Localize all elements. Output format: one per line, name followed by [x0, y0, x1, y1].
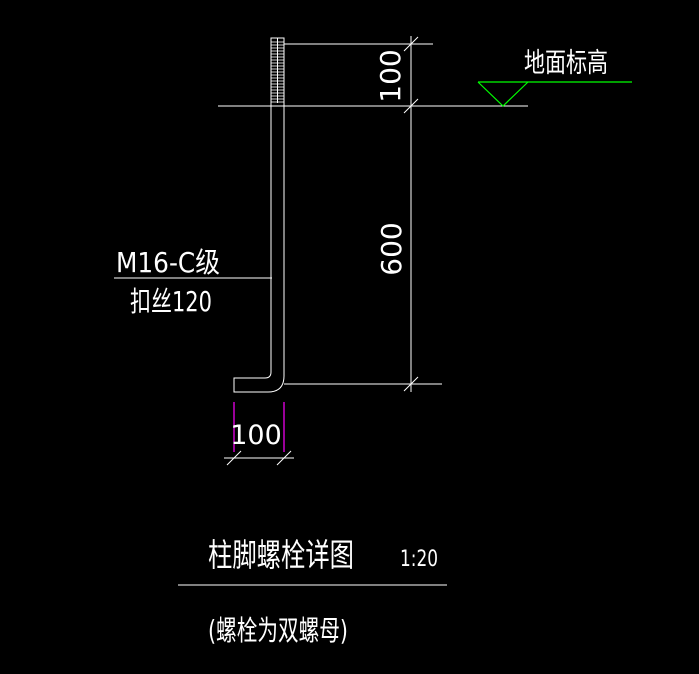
- drawing-scale: 1:20: [400, 547, 438, 572]
- anchor-bolt: [233, 37, 285, 393]
- dimension-tick-bottom: [403, 376, 419, 392]
- anchor-bolt-outer-edge: [233, 37, 285, 393]
- ground-level-label: 地面标高: [524, 48, 608, 79]
- thread-spec-label: 扣丝120: [130, 285, 212, 318]
- hook-length-dimension: 100: [230, 420, 282, 451]
- drawing-note: (螺栓为双螺母): [208, 614, 348, 647]
- vertical-dimension: 100 600: [284, 36, 442, 392]
- dimension-tick-middle: [403, 98, 419, 114]
- hook-dim-tick-left: [226, 450, 242, 466]
- bolt-spec-leader: M16-C级 扣丝120: [114, 246, 272, 318]
- title-block: 柱脚螺栓详图 1:20 (螺栓为双螺母): [178, 536, 447, 647]
- ground-level-triangle: [477, 81, 529, 107]
- drawing-title: 柱脚螺栓详图: [208, 536, 354, 574]
- bolt-spec-label: M16-C级: [116, 246, 220, 279]
- ground-level-marker: 地面标高: [477, 48, 632, 107]
- embed-length-dimension: 600: [375, 222, 408, 275]
- dimension-tick-top: [403, 36, 419, 52]
- horizontal-dimension: 100: [224, 402, 294, 466]
- hook-dim-tick-right: [276, 450, 292, 466]
- thread-length-dimension: 100: [374, 49, 407, 102]
